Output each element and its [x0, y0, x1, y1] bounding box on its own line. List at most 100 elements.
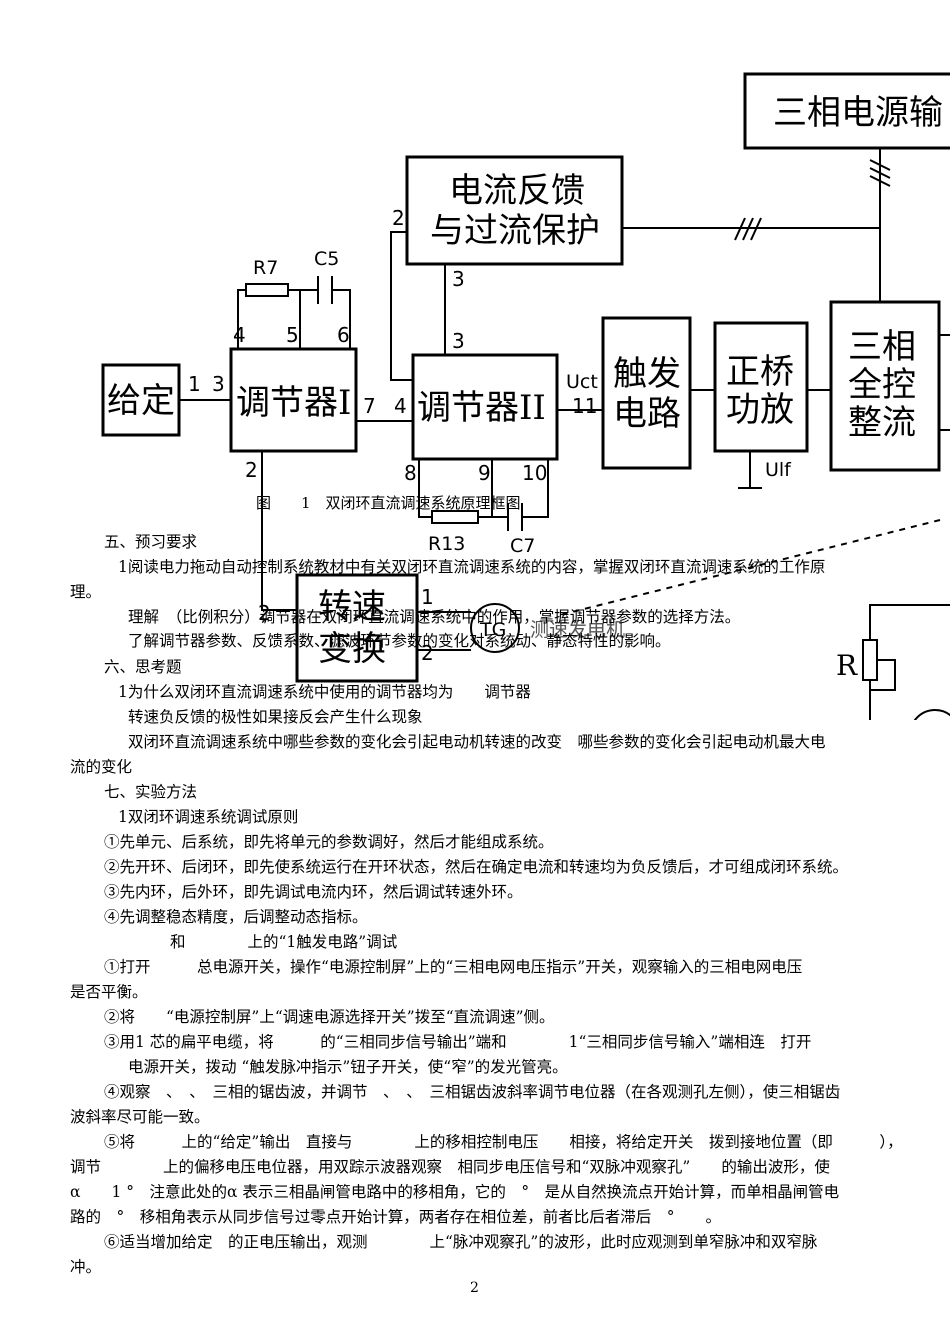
- pin-label: 2: [392, 206, 405, 230]
- power-ticks: [869, 159, 891, 187]
- pin-label: 2: [258, 601, 271, 625]
- wire-feedback-reg2: [390, 231, 413, 381]
- pin-label: 3: [212, 372, 225, 396]
- section5-item3: 了解调节器参数、反馈系数、滤波环节参数的变化对系统动、静态特性的影响。: [128, 632, 671, 650]
- tach-generator-circle: [470, 603, 520, 653]
- regulator1-block: [229, 347, 358, 453]
- pin-label: 4: [394, 394, 407, 418]
- pin-label: 1: [421, 585, 434, 609]
- tach-generator-label: TG: [479, 619, 506, 641]
- ammeter-circle: [913, 709, 950, 720]
- trigger-line1: 触发: [613, 354, 681, 394]
- block-diagram: 三相电源输 电流反馈 与过流保护 给定 调节器I 调节器II 触发 电路 正桥 …: [101, 72, 950, 720]
- r7-label: R7: [253, 257, 278, 279]
- step-4a: ④观察 、 、 三相的锯齿波，并调节 、 、 三相锯齿波斜率调节电位器（在各观测…: [104, 1083, 841, 1101]
- section5-item1b: 理。: [70, 583, 102, 601]
- r-label: R: [836, 649, 858, 682]
- pin-label: 10: [522, 461, 547, 485]
- step-5b: 调节 上的偏移电压电位器，用双踪示波器观察 相同步电压信号和“双脉冲观察孔” 的…: [70, 1158, 830, 1176]
- section5-item1a: 1阅读电力拖动自动控制系统教材中有关双闭环直流调速系统的内容，掌握双闭环直流调速…: [118, 558, 826, 576]
- feedback-ticks: [734, 217, 762, 241]
- pin-label: 1: [188, 372, 201, 396]
- step-5c: α 1 ° 注意此处的α 表示三相晶闸管电路中的移相角，它的 ° 是从自然换流点…: [70, 1183, 840, 1201]
- speed-conversion-line2: 变换: [318, 629, 386, 669]
- pin-label: 4: [233, 323, 246, 347]
- regulator1-label: 调节器I: [236, 383, 351, 423]
- resistor-r: [862, 639, 878, 681]
- regulator2-label: 调节器II: [417, 388, 546, 428]
- section6-item2: 转速负反馈的极性如果接反会产生什么现象: [128, 708, 423, 726]
- principle-4: ④先调整稳态精度，后调整动态指标。: [104, 908, 368, 926]
- rectifier-block: [829, 300, 941, 472]
- trigger-line2: 电路: [613, 394, 681, 434]
- rectifier-line3: 整流: [848, 403, 916, 443]
- c5-label: C5: [314, 248, 339, 270]
- ulf-label: Ulf: [765, 459, 792, 481]
- speed-conversion-line1: 转速: [318, 587, 386, 627]
- bridge-line2: 功放: [726, 390, 794, 430]
- section5-title: 五、预习要求: [104, 533, 198, 551]
- pin-label: 2: [245, 458, 258, 482]
- principle-1: ①先单元、后系统，即先将单元的参数调好，然后才能组成系统。: [104, 833, 554, 851]
- step-3a: ③用1 芯的扁平电缆，将 的“三相同步信号输出”端和 1“三相同步信号输入”端相…: [104, 1033, 812, 1051]
- pin-label: 9: [478, 461, 491, 485]
- wire-right-side: [869, 334, 950, 720]
- pin-label: 3: [452, 329, 465, 353]
- resistor-r-tap: [870, 659, 896, 691]
- section5-item2: 理解 （比例积分）调节器在双闭环直流调速系统中的作用，掌握调节器参数的选择方法。: [128, 608, 741, 626]
- pin-label: 3: [452, 267, 465, 291]
- pin-label: 2: [421, 641, 434, 665]
- section6-item1: 1为什么双闭环直流调速系统中使用的调节器均为 调节器: [118, 683, 531, 701]
- figure-caption: 图 1 双闭环直流调速系统原理框图: [256, 494, 521, 512]
- tach-caption: 测速发电机: [530, 619, 625, 641]
- step-6a: ⑥适当增加给定 的正电压输出，观测 上“脉冲观察孔”的波形，此时应观测到单窄脉冲…: [104, 1233, 818, 1251]
- principle-3: ③先内环，后外环，即先调试电流内环，然后调试转速外环。: [104, 883, 523, 901]
- wire-speed-tach: [417, 611, 471, 651]
- page-number: 2: [470, 1280, 479, 1296]
- capacitor-c7: [507, 503, 523, 531]
- section6-item3a: 双闭环直流调速系统中哪些参数的变化会引起电动机转速的改变 哪些参数的变化会引起电…: [128, 733, 826, 751]
- uct-label: Uct: [566, 371, 598, 393]
- speed-conversion-block: [295, 573, 419, 683]
- section7-subtitle2: 和 上的“1触发电路”调试: [170, 933, 398, 951]
- resistor-r13: [431, 510, 479, 524]
- section6-title: 六、思考题: [104, 658, 182, 676]
- step-2: ②将 “电源控制屏”上“调速电源选择开关”拨至“直流调速”侧。: [104, 1008, 555, 1026]
- power-input-label: 三相电源输: [773, 93, 943, 133]
- regulator2-block: [411, 353, 559, 461]
- ammeter-label: A: [922, 718, 947, 720]
- rectifier-line1: 三相: [848, 327, 916, 367]
- current-feedback-block: [405, 155, 624, 266]
- step-1b: 是否平衡。: [70, 983, 148, 1001]
- wire-reg1-speed: [261, 451, 297, 611]
- c7-label: C7: [510, 535, 535, 557]
- step-3b: 电源开关，拨动 “触发脉冲指示”钮子开关，使“窄”的发光管亮。: [128, 1058, 568, 1076]
- section6-item3b: 流的变化: [70, 758, 133, 776]
- power-input-block: [743, 72, 950, 150]
- rectifier-line2: 全控: [848, 365, 916, 405]
- current-feedback-line1: 电流反馈: [449, 171, 585, 211]
- step-1a: ①打开 总电源开关，操作“电源控制屏”上的“三相电网电压指示”开关，观察输入的三…: [104, 958, 803, 976]
- trigger-block: [601, 316, 692, 470]
- capacitor-c5: [317, 276, 333, 304]
- resistor-r7: [245, 283, 289, 297]
- wire-reg1-network: [237, 289, 351, 349]
- pin-label: 8: [404, 461, 417, 485]
- wire-reg2-network: [418, 459, 549, 518]
- step-5a: ⑤将 上的“给定”输出 直接与 上的移相控制电压 相接，将给定开关 拨到接地位置…: [104, 1133, 903, 1151]
- given-block: [101, 363, 181, 437]
- pin-label: 11: [572, 394, 597, 418]
- given-label: 给定: [107, 381, 175, 421]
- section7-title: 七、实验方法: [104, 783, 198, 801]
- bridge-line1: 正桥: [726, 352, 794, 392]
- step-4b: 波斜率尽可能一致。: [70, 1108, 210, 1126]
- pin-label: 6: [337, 323, 350, 347]
- pin-label: 5: [286, 323, 299, 347]
- principle-2: ②先开环、后闭环，即先使系统运行在开环状态，然后在确定电流和转速均为负反馈后，才…: [104, 858, 849, 876]
- current-feedback-line2: 与过流保护: [430, 211, 600, 251]
- pin-label: 7: [363, 394, 376, 418]
- ulf-ground: [738, 451, 762, 489]
- section7-subtitle1: 1双闭环调速系统调试原则: [118, 808, 299, 826]
- dashed-link: [559, 519, 941, 616]
- bridge-block: [713, 321, 809, 453]
